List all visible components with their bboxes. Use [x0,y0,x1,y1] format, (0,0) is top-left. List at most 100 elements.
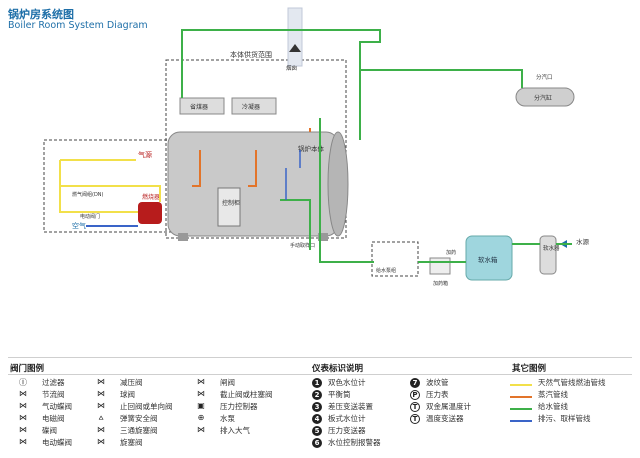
steam-line-swatch [510,396,532,398]
pump-group-box [371,241,419,277]
control-cabinet [217,187,241,227]
dosing-box-label: 加药箱 [433,280,448,287]
valve-legend-item: 排入大气 [220,426,250,435]
legend-header-separator [8,374,632,375]
feedwater-lines [181,29,572,263]
water-source-label: 水源 [576,237,590,246]
instrument-mark: 3 [312,402,322,412]
valve-legend-item: 过滤器 [42,378,65,387]
legend-separator [8,357,632,358]
softener [539,235,557,275]
drain-line-swatch [510,420,532,422]
burner [138,202,162,224]
valve-legend-item: 三通旋塞阀 [120,426,158,435]
chimney-label: 烟囱 [286,64,297,72]
instrument-mark: 2 [312,390,322,400]
valve-legend-item: 压力控制器 [220,402,258,411]
valve-legend-item: 气动蝶阀 [42,402,72,411]
valve-legend-item: 电动蝶阀 [42,438,72,447]
water-pump-icon: ⊕ [197,413,205,422]
air-label: 空气 [72,221,86,230]
valve-label: 电动阀门 [80,213,100,220]
instrument-mark: 5 [312,426,322,436]
chimney [287,7,303,67]
gas-label: 气源 [138,150,152,159]
drain-lines [285,150,301,200]
plug-valve-icon: ⋈ [97,437,105,446]
boiler-body-label: 锅炉本体 [298,144,325,153]
instrument-legend-item: 温度变送器 [426,414,464,423]
valve-legend-item: 弹簧安全阀 [120,414,158,423]
instrument-legend-item: 板式水位计 [328,414,366,423]
instrument-mark: 4 [312,414,322,424]
throttle-valve-icon: ⋈ [19,389,27,398]
valve-legend-item: 截止阀或柱塞阀 [220,390,273,399]
steam-lines [192,128,311,187]
other-legend-title: 其它图例 [512,364,547,374]
ball-valve-icon: ⋈ [97,389,105,398]
instrument-legend-item: 波纹管 [426,378,449,387]
manual-sample-label: 手动取样口 [290,242,315,249]
gate-valve-icon: ⋈ [197,377,205,386]
control-cabinet-label: 控制柜 [222,199,240,207]
burner-label: 燃烧器 [142,193,160,201]
instrument-legend-item: 压力表 [426,390,449,399]
instrument-legend-item: 平衡筒 [328,390,351,399]
valves-legend-title: 阀门图例 [10,364,45,374]
spring-safety-valve-icon: ⩟ [98,413,104,422]
economizer-label: 省煤器 [190,103,208,111]
disc-valve-icon: ⋈ [19,425,27,434]
valve-legend-item: 闸阀 [220,378,235,387]
water-tank [465,235,513,281]
instrument-mark: 7 [410,378,420,388]
filter-icon: Ⓘ [19,378,27,387]
condenser [231,97,277,115]
pneumatic-butterfly-valve-icon: ⋈ [19,401,27,410]
boiler-diagram: 本体供货范围 锅炉本体 控制柜 燃烧器 省煤器 冷凝器 烟囱 分汽缸 分汽口 软… [43,7,590,287]
instrument-legend-item: 双色水位计 [328,378,366,387]
steam-drum-label: 分汽缸 [534,94,552,102]
supply-range-box [165,59,347,239]
dosing-box [429,257,451,275]
feedwater-line-swatch [510,408,532,410]
vent-to-atmosphere-icon: ⋈ [197,425,205,434]
pressure-reducing-valve-icon: ⋈ [97,377,105,386]
steam-port-label: 分汽口 [536,73,553,81]
instrument-mark: P [410,390,420,400]
instrument-mark: T [410,414,420,424]
instrument-mark: 6 [312,438,322,448]
gas-lines [59,159,161,213]
valve-legend-item: 旋塞阀 [120,438,143,447]
softener-label: 软水器 [543,244,560,252]
instruments-legend-title: 仪表标识说明 [312,364,364,374]
instrument-legend-item: 差压变送装置 [328,402,373,411]
pump-group-label: 给水泵组 [376,267,396,274]
valve-legend-item: 碟阀 [42,426,57,435]
economizer [179,97,225,115]
gas-valve-label: 燃气阀组(DN) [72,191,104,198]
pressure-controller-icon: ▣ [197,401,205,410]
valve-legend-item: 止回阀或单向阀 [120,402,173,411]
other-legend-item: 给水管线 [538,402,568,411]
condenser-label: 冷凝器 [242,103,260,111]
dosing-label: 加药 [446,249,456,256]
valve-legend-item: 球阀 [120,390,135,399]
instrument-legend-item: 双金属温度计 [426,402,471,411]
check-valve-icon: ⋈ [97,401,105,410]
valve-legend-item: 节流阀 [42,390,65,399]
three-way-plug-valve-icon: ⋈ [97,425,105,434]
other-legend-item: 排污、取样管线 [538,414,591,423]
electric-butterfly-valve-icon: ⋈ [19,437,27,446]
valve-legend-item: 电磁阀 [42,414,65,423]
other-legend-item: 天然气管线燃油管线 [538,378,606,387]
instrument-mark: T [410,402,420,412]
solenoid-valve-icon: ⋈ [19,413,27,422]
stop-valve-icon: ⋈ [197,389,205,398]
other-legend-item: 蒸汽管线 [538,390,568,399]
valve-legend-item: 水泵 [220,414,235,423]
instrument-mark: 1 [312,378,322,388]
valve-legend-item: 减压阀 [120,378,143,387]
page-title: 锅炉房系统图 [8,8,74,21]
page-subtitle: Boiler Room System Diagram [8,20,148,31]
supply-range-label: 本体供货范围 [230,50,272,59]
